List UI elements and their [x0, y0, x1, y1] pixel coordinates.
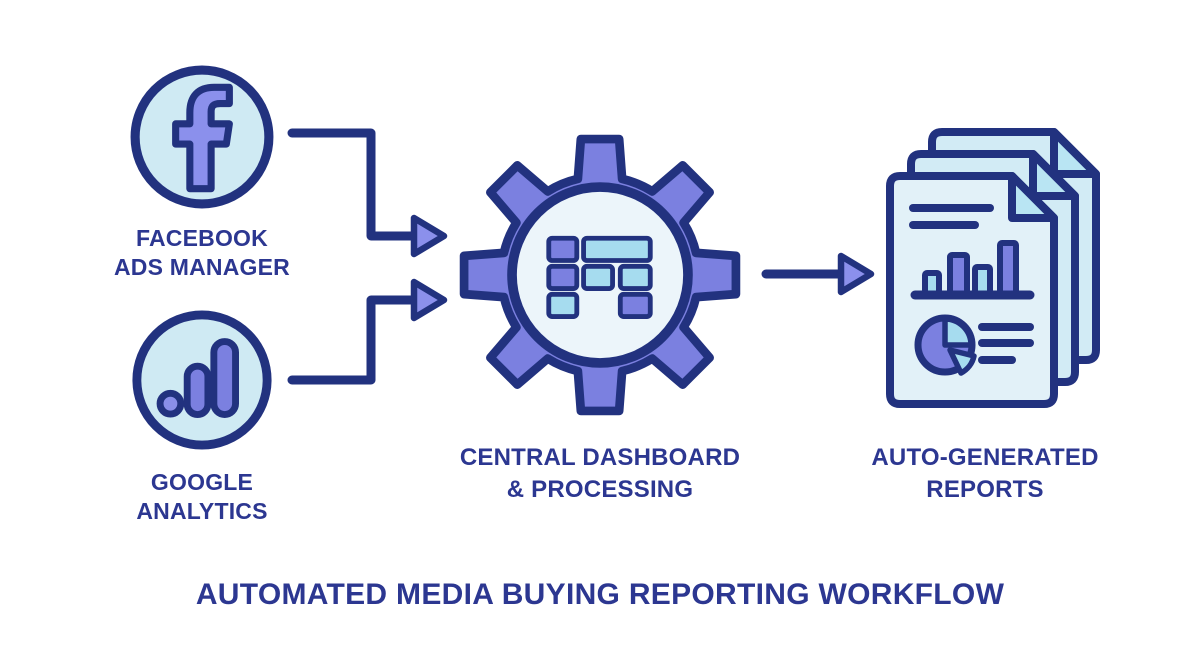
- report-page-front: [886, 172, 1058, 408]
- dashboard-grid-icon: [546, 235, 653, 319]
- grid-cell: [581, 263, 615, 291]
- label-central-dashboard: CENTRAL DASHBOARD & PROCESSING: [440, 442, 760, 506]
- google-analytics-icon: [132, 310, 272, 450]
- grid-cell: [617, 263, 653, 291]
- report-text-lines-bottom: [978, 323, 1034, 364]
- stacked-reports-icon: [886, 128, 1100, 408]
- label-facebook-ads-manager: FACEBOOK ADS MANAGER: [52, 224, 352, 282]
- grid-cell: [546, 291, 580, 319]
- gear-dashboard-icon: [459, 134, 741, 416]
- ga-dot: [156, 389, 185, 418]
- bar: [947, 252, 970, 298]
- ga-bar-tall: [210, 338, 239, 418]
- report-text-lines-top: [909, 204, 994, 229]
- label-line: AUTO-GENERATED: [871, 444, 1099, 471]
- pie-slice: [947, 347, 977, 376]
- label-line: FACEBOOK: [136, 225, 268, 251]
- grid-cell: [546, 263, 580, 291]
- facebook-f-glyph: [172, 83, 233, 193]
- arrow-google-to-dashboard: [287, 278, 448, 385]
- node-google-analytics: [128, 306, 276, 454]
- label-line: CENTRAL DASHBOARD: [459, 444, 741, 471]
- label-line: REPORTS: [926, 476, 1044, 503]
- node-facebook-ads-manager: [126, 61, 278, 213]
- label-line: ANALYTICS: [136, 498, 268, 524]
- page-fold-corner: [1029, 150, 1079, 200]
- grid-cell: [617, 291, 653, 319]
- diagram-title: AUTOMATED MEDIA BUYING REPORTING WORKFLO…: [195, 578, 1005, 611]
- label-google-analytics: GOOGLE ANALYTICS: [52, 468, 352, 526]
- ga-bar-mid: [183, 362, 212, 418]
- bar: [997, 240, 1019, 298]
- facebook-f-icon: [130, 65, 274, 209]
- label-line: GOOGLE: [150, 469, 254, 495]
- grid-cell: [581, 235, 653, 263]
- label-auto-generated-reports: AUTO-GENERATED REPORTS: [825, 442, 1145, 506]
- report-bar-chart-icon: [910, 240, 1035, 300]
- report-pie-chart-icon: [914, 314, 977, 376]
- pie-slice: [942, 316, 974, 348]
- node-auto-generated-reports: [884, 124, 1102, 414]
- node-central-dashboard: [455, 130, 745, 420]
- page-fold-corner: [1008, 172, 1058, 222]
- grid-cell: [546, 235, 580, 263]
- label-line: & PROCESSING: [506, 476, 694, 503]
- page-fold-corner: [1050, 128, 1100, 178]
- arrow-dashboard-to-reports: [761, 252, 875, 296]
- arrow-facebook-to-dashboard: [287, 128, 448, 258]
- label-line: ADS MANAGER: [114, 254, 290, 280]
